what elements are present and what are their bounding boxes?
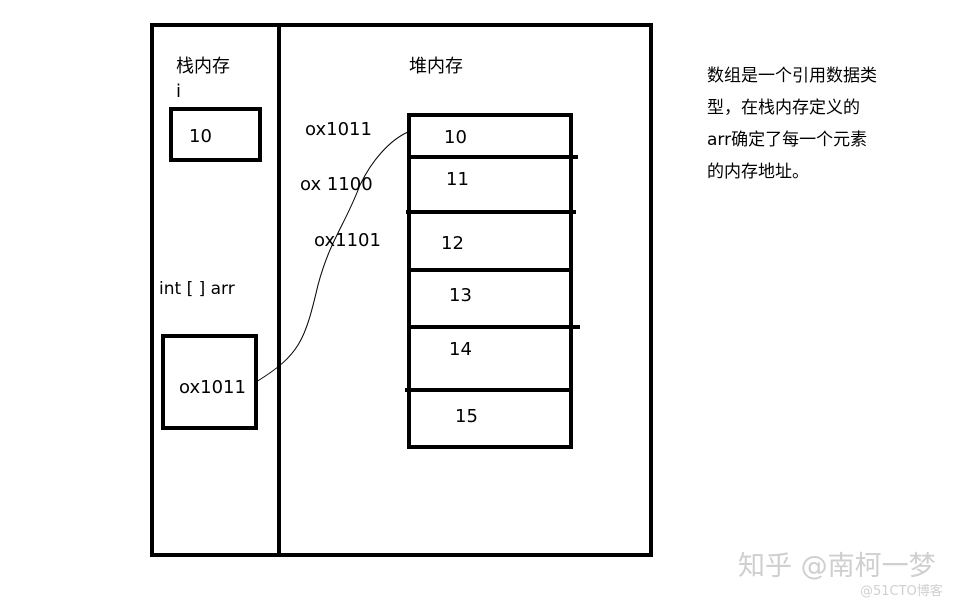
arr-value: ox1011 [179, 377, 246, 398]
reference-arrow [255, 131, 409, 383]
heap-cell-4: 14 [449, 339, 472, 360]
heap-cell-2: 12 [441, 233, 464, 254]
heap-array-box [407, 113, 573, 449]
explanation-note: 数组是一个引用数据类 型，在栈内存定义的 arr确定了每一个元素 的内存地址。 [707, 60, 892, 188]
watermark: 知乎 @南柯一梦 [738, 551, 936, 582]
heap-title: 堆内存 [409, 56, 463, 77]
stack-title: 栈内存 [176, 56, 230, 77]
heap-address-2: ox1101 [314, 230, 381, 251]
note-line: 数组是一个引用数据类 [707, 66, 877, 86]
watermark-sub: @51CTO博客 [860, 584, 943, 599]
var-i-label: i [176, 81, 182, 102]
note-line: 型，在栈内存定义的 [707, 98, 860, 118]
note-line: 的内存地址。 [707, 162, 809, 182]
heap-address-1: ox 1100 [300, 174, 373, 195]
stack-var-i-box [169, 107, 262, 162]
note-line: arr确定了每一个元素 [707, 130, 868, 150]
heap-cell-5: 15 [455, 406, 478, 427]
heap-cell-3: 13 [449, 285, 472, 306]
arr-label: int [ ] arr [159, 279, 235, 299]
heap-cell-1: 11 [446, 169, 469, 190]
heap-address-0: ox1011 [305, 119, 372, 140]
heap-cell-0: 10 [444, 127, 467, 148]
memory-outer-box [150, 23, 653, 557]
var-i-value: 10 [189, 126, 212, 147]
